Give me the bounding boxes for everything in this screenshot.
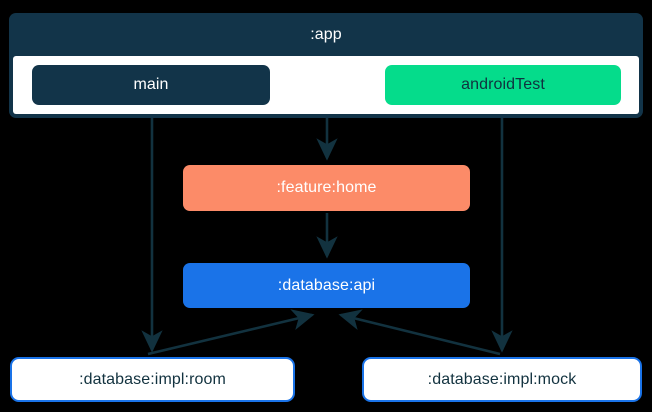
edge-impl-room-to-database-api xyxy=(147,309,315,356)
module-app-label: :app xyxy=(310,25,342,43)
module-database-impl-room[interactable]: :database:impl:room xyxy=(10,357,295,402)
sourceset-androidtest-label: androidTest xyxy=(461,76,545,93)
module-database-api-label: :database:api xyxy=(277,276,376,294)
edge-impl-mock-to-database-api xyxy=(338,309,501,356)
module-feature-home-label: :feature:home xyxy=(276,179,377,196)
module-database-impl-mock-label: :database:impl:mock xyxy=(427,370,577,388)
sourceset-main-label: main xyxy=(133,76,169,93)
sourceset-androidtest[interactable]: androidTest xyxy=(385,65,621,105)
module-feature-home[interactable]: :feature:home xyxy=(183,165,470,211)
module-database-impl-mock[interactable]: :database:impl:mock xyxy=(362,357,642,402)
module-database-api[interactable]: :database:api xyxy=(183,263,470,308)
sourceset-main[interactable]: main xyxy=(32,65,270,105)
module-database-impl-room-label: :database:impl:room xyxy=(79,370,226,388)
